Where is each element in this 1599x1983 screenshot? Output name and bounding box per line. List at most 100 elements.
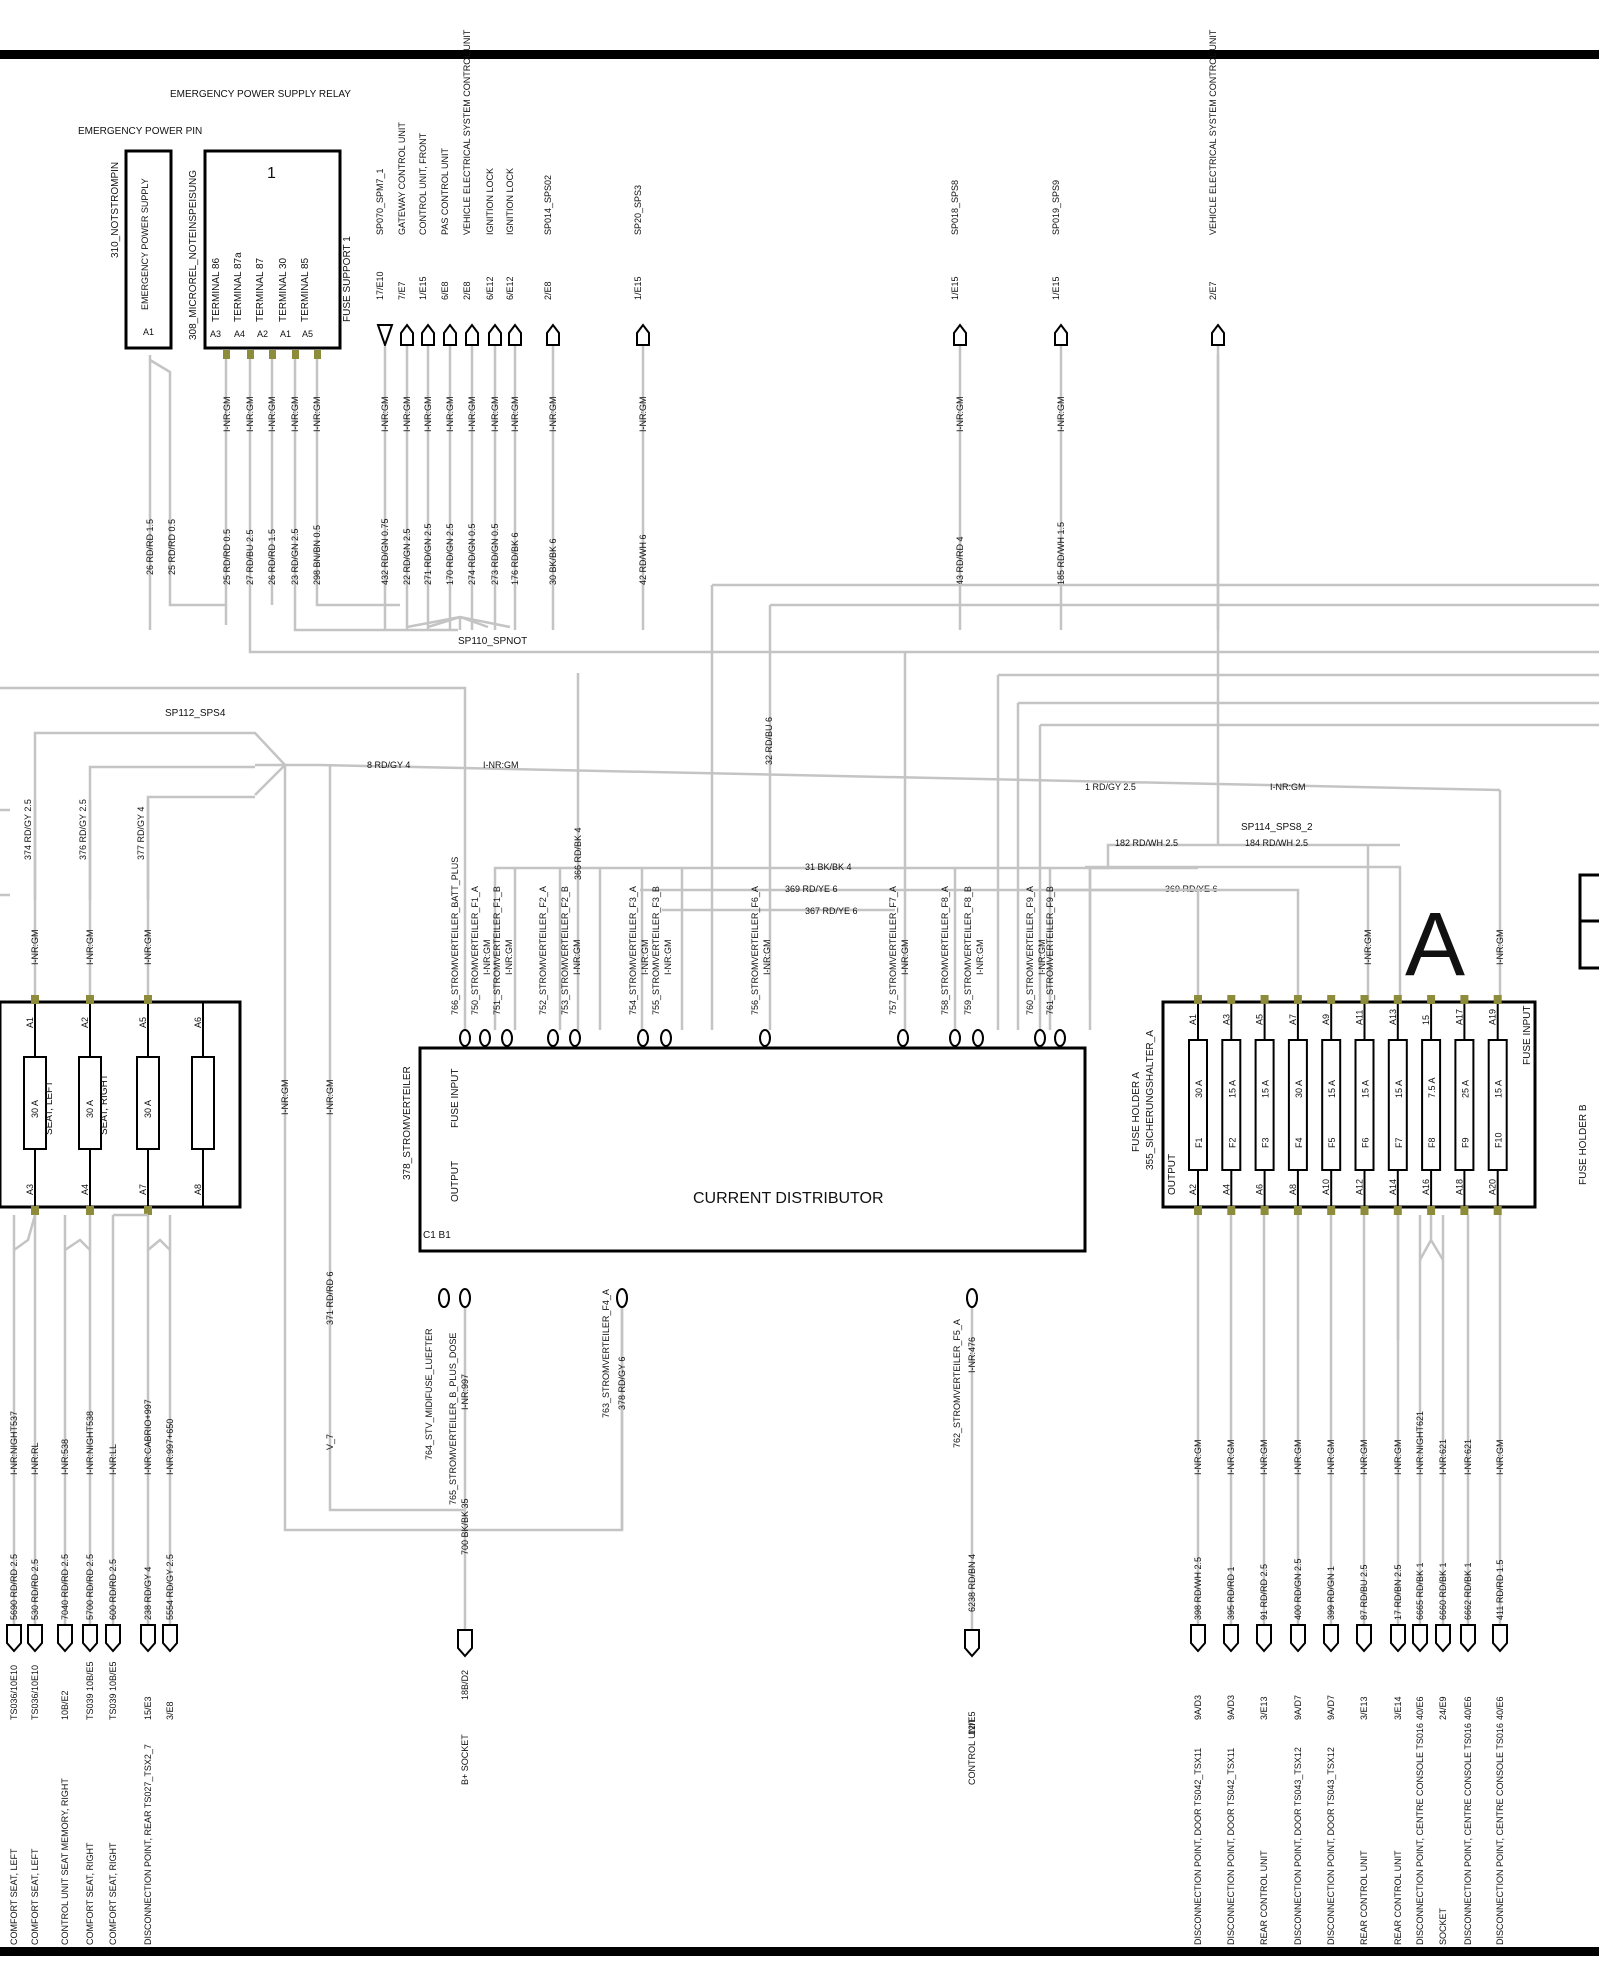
fha-pin-top: A3 xyxy=(1221,1014,1231,1025)
seat-fuse-pin-bottom: A7 xyxy=(138,1184,148,1195)
bottom-split-wires xyxy=(1396,1215,1445,1340)
cd-connector-label: 754_STROMVERTEILER_F3_A xyxy=(628,886,638,1015)
bottom-dest: COMFORT SEAT, LEFT xyxy=(30,1848,40,1945)
top-connector-shape xyxy=(1211,323,1225,346)
fha-pin-top: A19 xyxy=(1488,1009,1498,1025)
wire-182-label: 182 RD/WH 2.5 xyxy=(1115,838,1178,848)
bottom-pin: 3/E8 xyxy=(165,1701,175,1720)
seat-fuse-pin-bottom: A4 xyxy=(80,1184,90,1195)
top-connector-pin: 2/E8 xyxy=(462,281,472,300)
relay-wire-label: 23 RD/GN 2.5 xyxy=(290,528,300,585)
top-connector-pin: 17/E10 xyxy=(375,271,385,300)
seat-fuse-pin-marker xyxy=(86,1206,94,1215)
relay-wire-ref: I-NR:GM xyxy=(245,397,255,433)
relay-wire-label: 26 RD/RD 1.5 xyxy=(267,529,277,585)
bottom-dest: DISCONNECTION POINT, DOOR TS042_TSX11 xyxy=(1226,1748,1236,1945)
bottom-pin: 40/E6 xyxy=(1495,1696,1505,1720)
bottom-ref: I-NR:NIGHT538 xyxy=(85,1411,95,1475)
bottom-ref: I-NR:GM xyxy=(1326,1440,1336,1476)
seat-fuse-rating: 30 A xyxy=(143,1100,153,1118)
bottom-connector xyxy=(105,1624,121,1653)
bottom-ref: I-NR:GM xyxy=(1393,1440,1403,1476)
cd-connector-ref: I-NR:GM xyxy=(640,940,650,976)
fha-fuse-rating: 15 A xyxy=(1227,1080,1237,1098)
relay-terminal-pin: A4 xyxy=(234,329,245,339)
fha-fuse-rating: 30 A xyxy=(1294,1080,1304,1098)
top-connector-pin: 2/E7 xyxy=(1208,281,1218,300)
top-connector-ref: I-NR:GM xyxy=(1056,397,1066,433)
top-connector-wire-label: 274 RD/GN 0.5 xyxy=(467,523,477,585)
top-connector-ref: I-NR:GM xyxy=(402,397,412,433)
relay-wire-label: 298 BN/BN 0.5 xyxy=(312,525,322,585)
top-connector-ref: I-NR:GM xyxy=(955,397,965,433)
fha-fuse-id: F1 xyxy=(1194,1137,1204,1148)
bottom-dest: COMFORT SEAT, LEFT xyxy=(9,1848,19,1945)
bottom-dest: COMFORT SEAT, RIGHT xyxy=(108,1842,118,1945)
bottom-connector xyxy=(1435,1624,1451,1653)
fha-fuse-id: F10 xyxy=(1494,1132,1504,1148)
top-connector-ref: I-NR:GM xyxy=(510,397,520,433)
cd-connector-ref: I-NR:GM xyxy=(900,940,910,976)
bottom-wire-label: 87 RD/BU 2.5 xyxy=(1359,1564,1369,1620)
relay-name: 308_MICROREL_NOTEINSPEISUNG xyxy=(188,170,199,340)
left-bottom-group: I-NR:NIGHT537 5690 RD/RD 2.5TS036/10E10CO… xyxy=(6,1213,178,1945)
top-connector-ref: I-NR:GM xyxy=(548,397,558,433)
fha-ref: I-NR:GM xyxy=(1363,930,1373,966)
bottom-ref: I-NR:GM xyxy=(1293,1440,1303,1476)
bottom-ref: I-NR:NIGHT621 xyxy=(1415,1411,1425,1475)
connector-764: 764_STV_MIDIFUSE_LUEFTER xyxy=(424,1328,434,1460)
cd-connector xyxy=(569,1029,581,1047)
bottom-wire-label: 238 RD/GY 4 xyxy=(143,1567,153,1620)
bottom-connector xyxy=(57,1624,73,1653)
fha-fuse xyxy=(1421,1039,1442,1171)
bottom-ref: I-NR:NIGHT537 xyxy=(9,1411,19,1475)
bottom-split-wires xyxy=(13,1213,171,1252)
fha-fuse-id: F2 xyxy=(1227,1137,1237,1148)
bottom-ref: I-NR:621 xyxy=(1463,1439,1473,1475)
top-connector-name: SP014_SPS02 xyxy=(543,175,553,235)
mid-ref: I-NR:GM xyxy=(325,1080,335,1116)
fha-fuse-rating: 15 A xyxy=(1327,1080,1337,1098)
fha-pin-marker xyxy=(1227,1206,1236,1215)
fha-fuse-rating: 15 A xyxy=(1261,1080,1271,1098)
seat-fuse-label: SEAT, LEFT xyxy=(44,1081,55,1135)
top-connector-name: PAS CONTROL UNIT xyxy=(440,147,450,235)
top-connector-shape xyxy=(488,323,502,346)
fha-pin-marker xyxy=(1360,1206,1369,1215)
fha-pin-bottom: A6 xyxy=(1255,1184,1265,1195)
bottom-wire-label: 398 RD/WH 2.5 xyxy=(1193,1557,1203,1620)
fuse-holder-a-output: OUTPUT xyxy=(1167,1154,1178,1195)
bottom-dest: DISCONNECTION POINT, CENTRE CONSOLE TS01… xyxy=(1415,1723,1425,1945)
bottom-connector xyxy=(1390,1624,1406,1653)
bottom-wire-label: 5554 RD/GY 2.5 xyxy=(165,1554,175,1620)
cd-connector-label: 757_STROMVERTEILER_F7_A xyxy=(888,886,898,1015)
top-connector-wire-label: 185 RD/WH 1.5 xyxy=(1056,522,1066,585)
top-connector-name: SP20_SPS3 xyxy=(633,185,643,235)
fha-fuse-id: F9 xyxy=(1460,1137,1470,1148)
top-connector-wire-label: 30 BK/BK 6 xyxy=(548,538,558,585)
bottom-dest: DISCONNECTION POINT, CENTRE CONSOLE TS01… xyxy=(1495,1723,1505,1945)
top-connector-shape xyxy=(508,323,522,346)
top-connector-pin: 6/E12 xyxy=(505,276,515,300)
bottom-ref: I-NR:GM xyxy=(1259,1440,1269,1476)
bottom-pin: TS036/10E10 xyxy=(30,1665,40,1720)
distributor-input: FUSE INPUT xyxy=(450,1069,461,1128)
fha-fuse-id: F5 xyxy=(1327,1137,1337,1148)
fha-fuse-rating: 15 A xyxy=(1394,1080,1404,1098)
top-connector-pin: 1/E15 xyxy=(950,276,960,300)
top-connector-ref: I-NR:GM xyxy=(467,397,477,433)
bottom-ref: I-NR:621 xyxy=(1438,1439,1448,1475)
sps4-wires xyxy=(0,731,1501,1532)
top-connector-pin: 1/E15 xyxy=(418,276,428,300)
connector-765: 765_STROMVERTEILER_B_PLUS_DOSE xyxy=(448,1333,458,1505)
top-connector-shape xyxy=(546,323,560,346)
bottom-ref: I-NR:538 xyxy=(60,1439,70,1475)
bottom-wire-label: 5690 RD/RD 2.5 xyxy=(9,1554,19,1620)
dest-762: CONTROL UNIT xyxy=(967,1717,977,1785)
bottom-pin: 3/E13 xyxy=(1359,1696,1369,1720)
relay-wire-ref: I-NR:GM xyxy=(312,397,322,433)
wire-6238: 6238 RD/BN 4 xyxy=(967,1554,977,1612)
bottom-pin: 9A/D3 xyxy=(1226,1695,1236,1720)
bottom-pin: 40/E6 xyxy=(1415,1696,1425,1720)
